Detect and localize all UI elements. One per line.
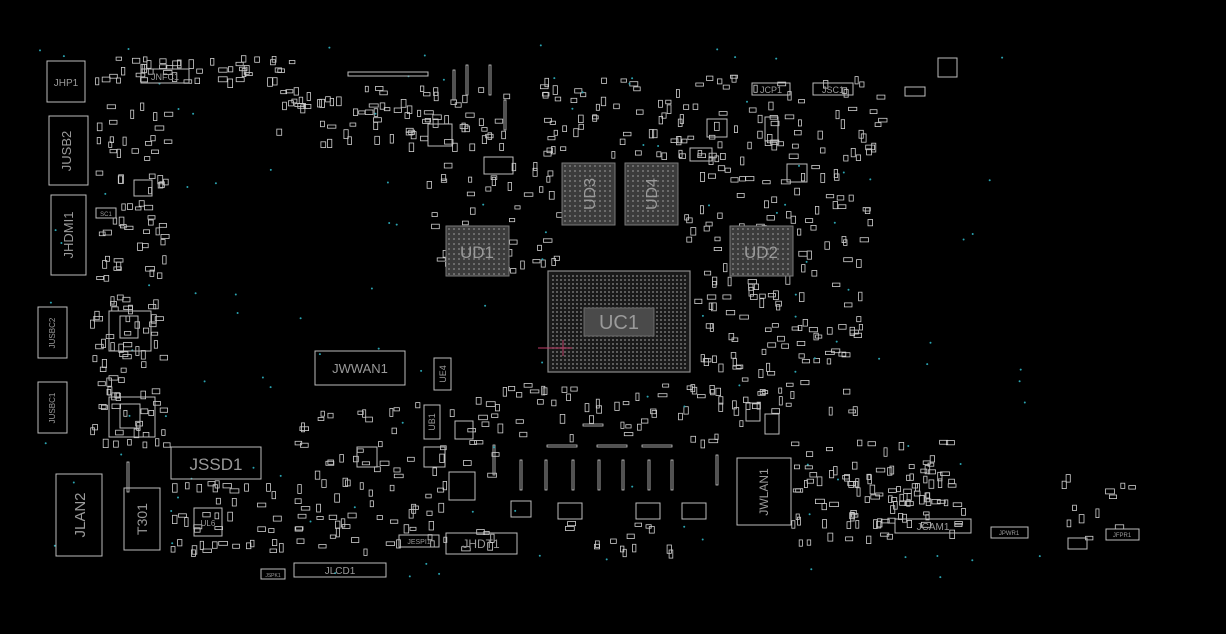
connector-jwwan1-label: JWWAN1 bbox=[332, 361, 388, 376]
connector-jnfc1-label: JNFC1 bbox=[151, 72, 179, 82]
connector-jusbc2-label: JUSBC2 bbox=[48, 317, 57, 348]
connector-jpwr1[interactable]: JPWR1 bbox=[990, 526, 1029, 539]
connector-jlan2[interactable]: JLAN2 bbox=[55, 473, 103, 557]
connector-jhdt1[interactable]: JHDT1 bbox=[445, 532, 518, 555]
connector-jcam1[interactable]: JCAM1 bbox=[894, 518, 972, 534]
connector-jwwan1[interactable]: JWWAN1 bbox=[314, 350, 406, 386]
connector-jlcd1[interactable]: JLCD1 bbox=[293, 562, 387, 578]
via-scatter bbox=[39, 44, 1041, 579]
connector-jespi1[interactable]: JESPI1 bbox=[398, 534, 440, 548]
connector-jnfc1[interactable]: JNFC1 bbox=[140, 68, 190, 84]
connector-jssd1[interactable]: JSSD1 bbox=[170, 446, 262, 480]
chip-ud2-label: UD2 bbox=[744, 243, 778, 262]
connector-jespi1-label: JESPI1 bbox=[407, 539, 430, 546]
chip-ul6-label: UL6 bbox=[201, 519, 216, 528]
chip-ud3[interactable]: UD3 bbox=[561, 162, 616, 226]
connector-jusbc2[interactable]: JUSBC2 bbox=[37, 306, 68, 359]
connector-jwlan1-label: JWLAN1 bbox=[757, 468, 771, 516]
chip-ud4[interactable]: UD4 bbox=[624, 162, 679, 226]
connector-jcp1[interactable]: JCP1 bbox=[751, 82, 791, 96]
chip-ub1-label: UB1 bbox=[427, 413, 437, 431]
chip-uc1-label: UC1 bbox=[599, 312, 639, 334]
connector-jhp1-label: JHP1 bbox=[54, 78, 79, 89]
connector-jlcd1-label: JLCD1 bbox=[325, 566, 356, 577]
chip-uc1-cpu[interactable]: UC1 bbox=[538, 270, 691, 373]
connector-jcam1-label: JCAM1 bbox=[917, 522, 950, 533]
chip-ud2[interactable]: UD2 bbox=[729, 225, 794, 277]
connector-jpwr1-label: JPWR1 bbox=[999, 531, 1020, 537]
connector-jsc1[interactable]: JSC1 bbox=[812, 82, 854, 96]
ic-cluster bbox=[108, 71, 808, 520]
component-scatter bbox=[90, 55, 1136, 559]
chip-ud3-label: UD3 bbox=[582, 178, 599, 210]
connector-jhdt1-label: JHDT1 bbox=[462, 537, 500, 551]
chip-ue4[interactable]: UE4 bbox=[433, 357, 452, 391]
connector-jlan2-label: JLAN2 bbox=[72, 492, 89, 537]
connector-jusbc1-label: JUSBC1 bbox=[48, 392, 57, 423]
connector-jfpr1-label: JFPR1 bbox=[1113, 533, 1132, 539]
connector-jwlan1[interactable]: JWLAN1 bbox=[736, 457, 792, 526]
connector-jusb2[interactable]: JUSB2 bbox=[48, 115, 89, 186]
connector-jhp1[interactable]: JHP1 bbox=[46, 60, 86, 103]
connector-jspk1-label: JSPK1 bbox=[265, 573, 281, 579]
connector-jcp1-label: JCP1 bbox=[760, 85, 782, 95]
chip-ud1[interactable]: UD1 bbox=[445, 225, 510, 277]
connector-jsc1-label: JSC1 bbox=[822, 85, 844, 95]
connector-jusb2-label: JUSB2 bbox=[59, 131, 74, 171]
connector-jssd1-label: JSSD1 bbox=[190, 455, 243, 474]
chip-ud4-label: UD4 bbox=[644, 178, 661, 210]
chip-ud1-label: UD1 bbox=[460, 243, 494, 262]
component-t301[interactable]: T301 bbox=[123, 487, 161, 551]
connector-unlabeled-top[interactable] bbox=[904, 57, 958, 97]
component-sc1-label: SC1 bbox=[100, 212, 112, 218]
connector-jhdmi1[interactable]: JHDMI1 bbox=[50, 194, 87, 276]
chip-ub1[interactable]: UB1 bbox=[423, 404, 441, 440]
chip-ul6[interactable]: UL6 bbox=[193, 507, 223, 537]
connector-jhdmi1-label: JHDMI1 bbox=[61, 212, 76, 259]
connector-jfpr1[interactable]: JFPR1 bbox=[1105, 528, 1140, 541]
connector-jspk1[interactable]: JSPK1 bbox=[260, 568, 286, 580]
connector-jusbc1[interactable]: JUSBC1 bbox=[37, 381, 68, 434]
component-sc1[interactable]: SC1 bbox=[95, 207, 117, 219]
chip-ue4-label: UE4 bbox=[438, 365, 448, 383]
component-t301-label: T301 bbox=[134, 503, 150, 535]
connector-unlabeled-bottom[interactable] bbox=[1067, 537, 1088, 550]
